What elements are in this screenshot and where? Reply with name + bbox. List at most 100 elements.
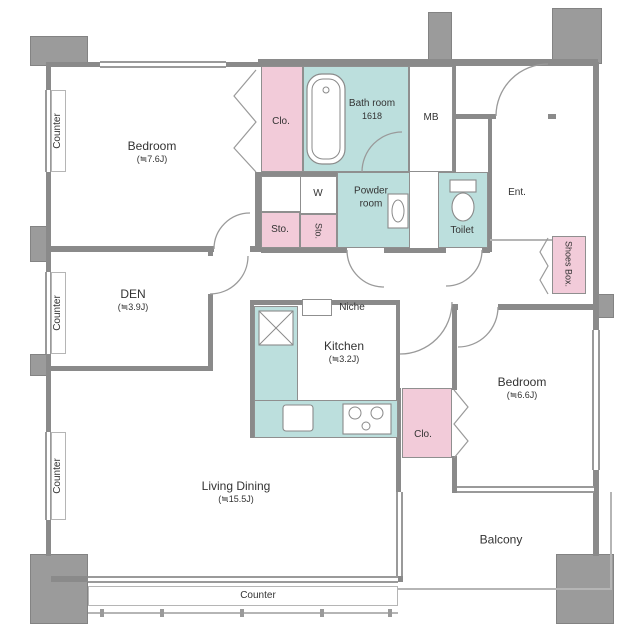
closet-2-area (402, 388, 452, 458)
meter-box-area (409, 66, 453, 172)
living-dining-label: Living Dining (≒15.5J) (202, 479, 271, 505)
balcony-edge (610, 492, 612, 590)
wall-segment (261, 248, 337, 253)
niche-label: Niche (339, 301, 365, 313)
service-gap-area (261, 176, 301, 212)
entrance-step-line (490, 239, 552, 241)
powder-room-label: Powder room (354, 185, 388, 210)
wall-segment (488, 118, 492, 252)
fence-tick (240, 609, 244, 617)
bedroom-1-size: (≒7.6J) (136, 153, 168, 164)
window-sliding-door (88, 576, 398, 583)
living-dining-size: (≒15.5J) (218, 493, 254, 504)
wall-segment (548, 114, 556, 119)
wall-segment (384, 248, 412, 253)
storage-1-area (261, 212, 300, 248)
closet-1-label: Clo. (272, 115, 290, 127)
wall-segment (46, 366, 213, 371)
wall-segment (250, 300, 302, 305)
door-arc-icon (209, 255, 249, 295)
wall-segment (482, 248, 490, 253)
bathroom-name: Bath room (348, 98, 396, 110)
closet-2-label: Clo. (414, 428, 432, 440)
wall-segment (46, 246, 214, 252)
wall-segment (452, 114, 496, 119)
bathroom-size: 1618 (361, 110, 383, 121)
wall-segment (51, 576, 88, 582)
kitchen-name: Kitchen (323, 338, 365, 353)
counter-strip (51, 90, 66, 172)
wall-segment (208, 294, 213, 370)
wall-segment (450, 59, 598, 66)
niche-box (302, 299, 332, 316)
wall-segment (498, 304, 594, 310)
den-label: DEN (≒3.9J) (118, 287, 149, 313)
fence-tick (100, 609, 104, 617)
fence-tick (388, 609, 392, 617)
wall-segment (396, 388, 401, 492)
balcony-label: Balcony (479, 532, 523, 547)
counter-label-bottom: Counter (240, 589, 276, 601)
den-size: (≒3.9J) (117, 301, 149, 312)
window (100, 61, 226, 68)
structural-column (30, 554, 88, 624)
door-arc-icon (445, 249, 483, 287)
window-sliding-door (396, 492, 403, 576)
wall-segment (438, 248, 446, 253)
wall-segment (396, 576, 403, 582)
window (592, 330, 600, 470)
wall-segment (255, 172, 261, 252)
folding-door-zigzag-icon (453, 389, 469, 459)
storage-2-label: Sto. (313, 222, 324, 240)
wall-segment (208, 252, 213, 256)
shoes-box-label: Shoes Box. (563, 240, 574, 288)
bedroom-2-name: Bedroom (497, 374, 547, 389)
storage-1-label: Sto. (271, 223, 289, 235)
wall-segment (261, 172, 360, 176)
door-arc-icon (213, 212, 251, 250)
kitchen-counter-horizontal (254, 400, 398, 438)
fence-tick (320, 609, 324, 617)
counter-strip (88, 586, 398, 606)
bedroom-2-size: (≒6.6J) (506, 389, 538, 400)
counter-label-left-top: Counter (51, 113, 63, 149)
wall-segment (396, 300, 400, 392)
wall-segment (593, 62, 599, 556)
structural-column (428, 12, 452, 62)
den-name: DEN (120, 286, 146, 301)
door-arc-icon (399, 301, 453, 355)
meter-box-label: MB (423, 111, 439, 123)
living-dining-name: Living Dining (201, 478, 271, 493)
wall-segment (412, 248, 438, 253)
wall-segment (452, 456, 457, 492)
folding-door-zigzag-icon (539, 237, 549, 295)
folding-door-zigzag-icon (233, 69, 257, 173)
counter-label-left-mid: Counter (51, 295, 63, 331)
wall-segment (332, 300, 398, 305)
wall-segment (452, 304, 457, 390)
shoes-box-area (552, 236, 586, 294)
entrance-label: Ent. (508, 186, 526, 198)
wall-segment (258, 59, 454, 66)
balcony-edge (398, 588, 612, 590)
bedroom-2-label: Bedroom (≒6.6J) (498, 375, 547, 401)
door-arc-icon (346, 249, 385, 288)
bathroom-label: Bath room 1618 (348, 98, 396, 122)
bedroom-1-name: Bedroom (127, 138, 177, 153)
bedroom-1-label: Bedroom (≒7.6J) (128, 139, 177, 165)
counter-label-left-bottom: Counter (51, 458, 63, 494)
toilet-label: Toilet (450, 224, 474, 236)
structural-column (552, 8, 602, 64)
kitchen-label: Kitchen (≒3.2J) (324, 339, 364, 365)
closet-1-area (261, 66, 303, 172)
door-arc-icon (495, 63, 549, 117)
wall-segment (337, 248, 347, 253)
wall-segment (250, 300, 254, 438)
door-arc-icon (457, 306, 499, 348)
window-sliding-door (457, 486, 594, 493)
washer-label: W (313, 187, 323, 199)
wall-segment (452, 486, 460, 493)
fence-tick (160, 609, 164, 617)
storage-2-area (300, 214, 337, 248)
counter-strip (51, 432, 66, 520)
